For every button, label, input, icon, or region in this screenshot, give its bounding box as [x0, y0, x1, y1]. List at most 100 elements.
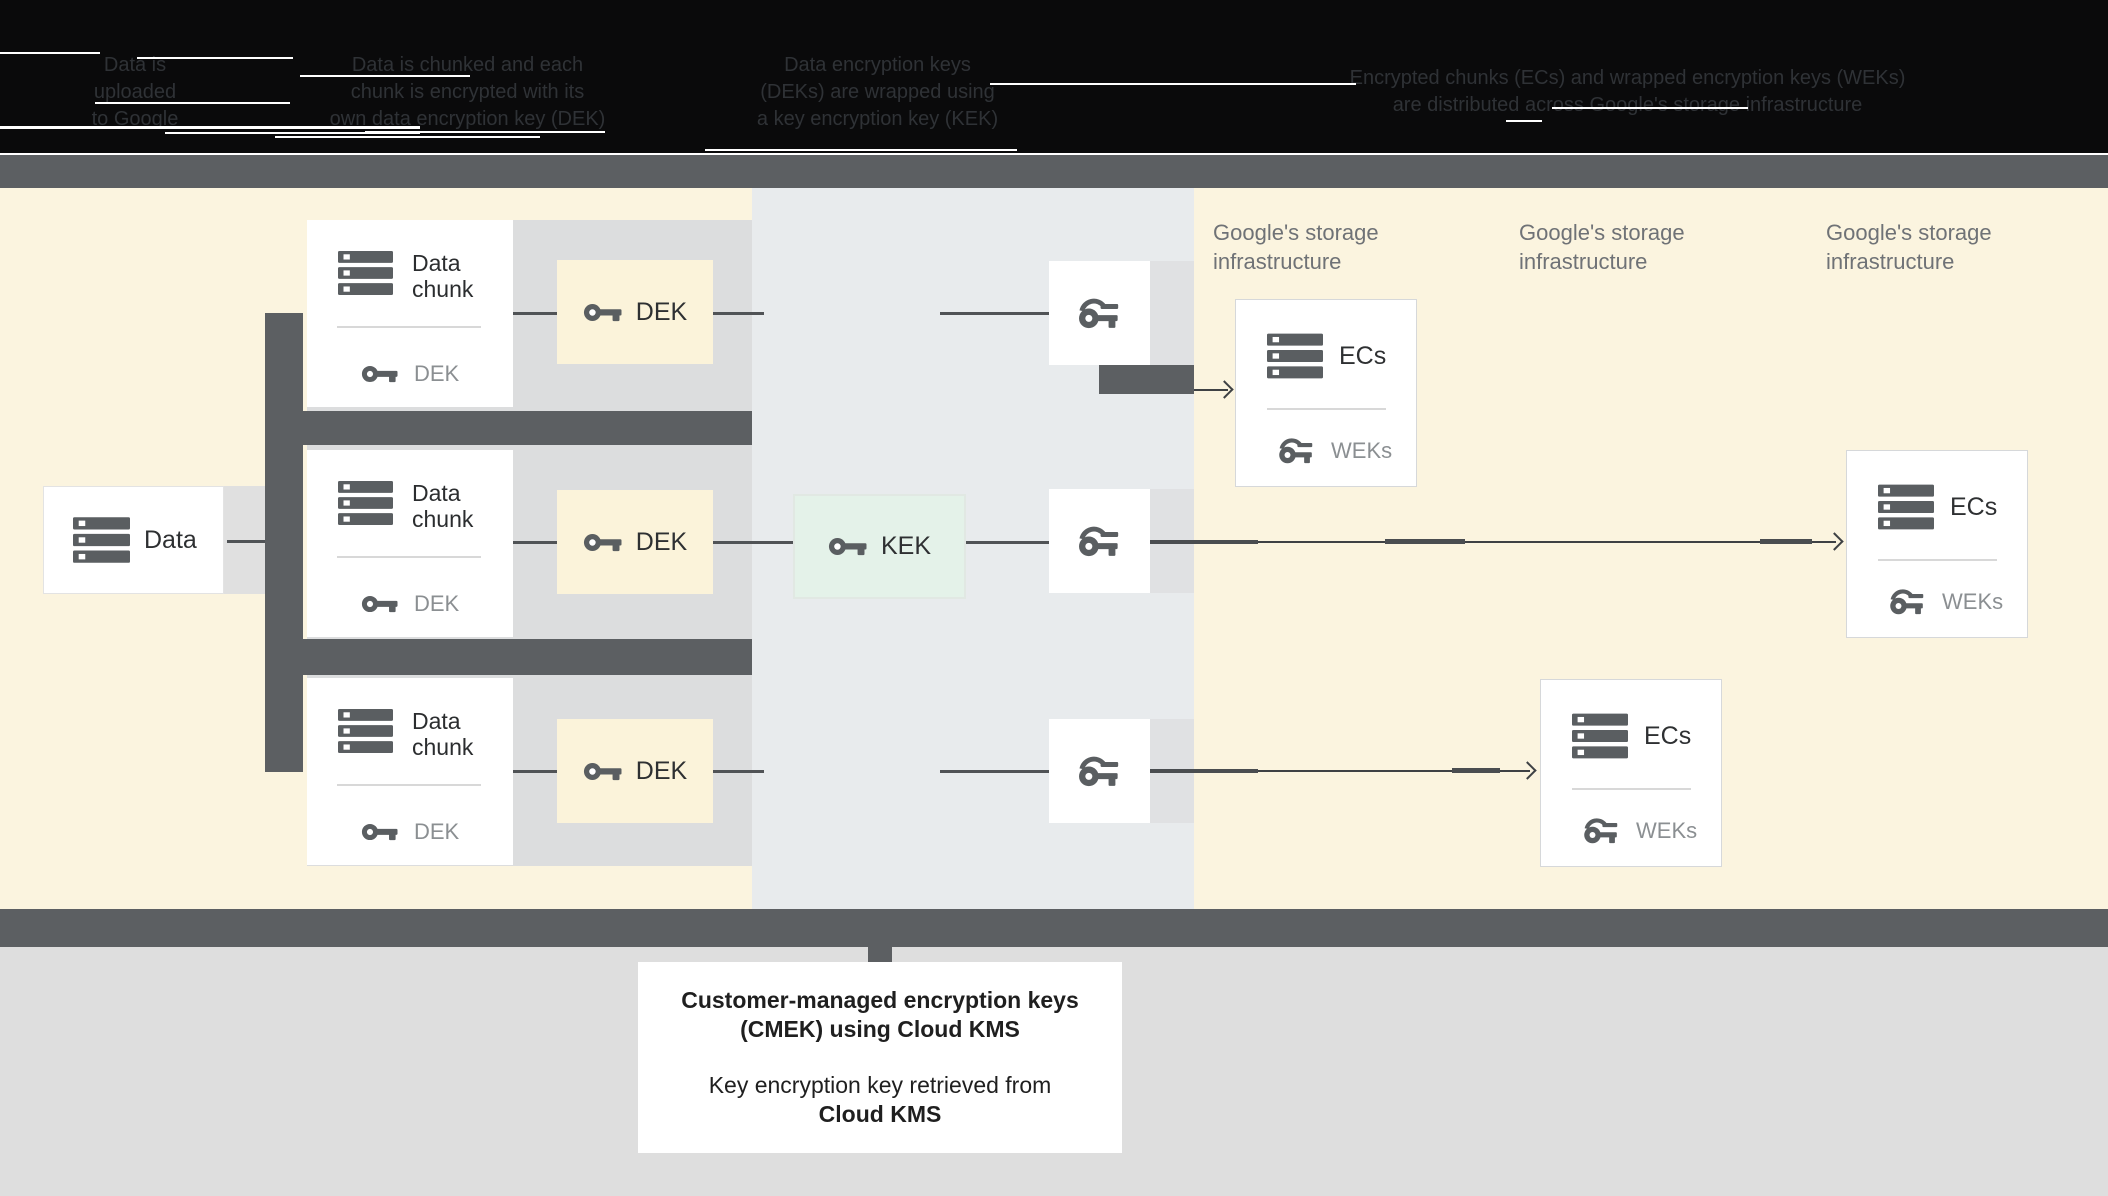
storage-label-line: infrastructure	[1213, 249, 1342, 274]
ecs-box-2: ECs WEKs	[1540, 679, 1722, 867]
arrow-line	[1194, 389, 1228, 391]
cmek-caption-line: Cloud KMS	[818, 1101, 942, 1127]
server-icon	[73, 517, 130, 563]
divider	[1572, 788, 1691, 790]
header-step-2: Data is chunked and each chunk is encryp…	[270, 52, 665, 133]
storage-label-line: infrastructure	[1519, 249, 1648, 274]
storage-label-line: infrastructure	[1826, 249, 1955, 274]
ecs-weks-row: WEKs	[1278, 437, 1392, 464]
header-band: Data is uploaded to Google Data is chunk…	[0, 0, 2108, 153]
glitch-line	[365, 131, 605, 133]
data-chunk-title-line: chunk	[412, 734, 474, 760]
header-step-2-line: own data encryption key (DEK)	[329, 108, 606, 130]
chunk-dek-label: DEK	[414, 819, 460, 844]
chunk-dek-label: DEK	[414, 591, 460, 616]
trunk-connector-bar	[265, 313, 303, 772]
glitch-line	[1552, 107, 1748, 109]
wrapped-key-box-1	[1049, 261, 1150, 365]
header-step-3-line: a key encryption key (KEK)	[756, 108, 999, 130]
data-chunk-title: Data chunk	[412, 708, 473, 760]
data-chunk-title-line: Data	[412, 480, 461, 506]
glitch-line	[1506, 120, 1542, 122]
wrapped-keys-icon	[1078, 755, 1121, 787]
ecs-label: ECs	[1339, 341, 1387, 370]
wrapped-keys-icon	[1278, 437, 1315, 464]
connector-line	[940, 312, 1049, 315]
kek-box-label: KEK	[880, 532, 932, 560]
cmek-caption-card: Customer-managed encryption keys (CMEK) …	[638, 962, 1122, 1153]
chunk-dek-row: DEK	[361, 591, 459, 617]
glitch-line	[300, 75, 470, 77]
dek-box-2: DEK	[557, 490, 713, 594]
arrow-thick-segment	[1452, 768, 1500, 773]
glitch-line	[165, 132, 420, 134]
key-icon	[583, 533, 622, 551]
header-step-3: Data encryption keys (DEKs) are wrapped …	[730, 52, 1025, 133]
cmek-caption-line: (CMEK) using Cloud KMS	[740, 1016, 1020, 1042]
connector-line	[713, 541, 793, 544]
ecs-weks-row: WEKs	[1583, 817, 1697, 844]
data-chunk-title: Data chunk	[412, 250, 473, 302]
ecs-title-row: ECs	[1267, 333, 1386, 379]
data-box: Data	[43, 486, 224, 594]
data-chunk-box-1: Data chunk DEK	[307, 220, 513, 407]
header-step-1-line: uploaded	[93, 81, 177, 103]
ecs-title-row: ECs	[1878, 484, 1997, 530]
connector-line	[513, 770, 557, 773]
dek-box-1: DEK	[557, 260, 713, 364]
top-dark-bar	[0, 155, 2108, 188]
header-step-4-line: are distributed across Google's storage …	[1392, 94, 1863, 116]
ecs-weks-row: WEKs	[1889, 588, 2003, 615]
header-step-1-line: Data is	[103, 54, 167, 76]
server-icon	[1267, 333, 1323, 379]
server-icon	[338, 709, 393, 753]
glitch-line	[0, 126, 420, 129]
header-step-2-line: Data is chunked and each	[351, 54, 584, 76]
header-separator-line	[38, 153, 2108, 155]
kek-box: KEK	[793, 494, 966, 599]
storage-label-line: Google's storage	[1519, 220, 1685, 245]
connector-line	[713, 770, 764, 773]
header-step-4-line: Encrypted chunks (ECs) and wrapped encry…	[1349, 67, 1906, 89]
data-chunk-title-line: chunk	[412, 506, 474, 532]
server-icon	[1572, 713, 1628, 759]
divider	[337, 784, 481, 786]
storage-infrastructure-label-3: Google's storage infrastructure	[1826, 218, 2046, 276]
data-chunk-title-line: Data	[412, 708, 461, 734]
ecs-box-1: ECs WEKs	[1235, 299, 1417, 487]
wrapped-keys-icon	[1583, 817, 1620, 844]
connector-line	[513, 312, 557, 315]
divider	[1878, 559, 1997, 561]
data-chunk-box-3: Data chunk DEK	[307, 678, 513, 865]
key-icon	[828, 538, 867, 556]
divider	[1267, 408, 1386, 410]
header-step-4: Encrypted chunks (ECs) and wrapped encry…	[1300, 65, 1955, 119]
storage-label-line: Google's storage	[1826, 220, 1992, 245]
chunk-dek-label: DEK	[414, 361, 460, 386]
wrapped-keys-icon	[1078, 297, 1121, 329]
data-chunk-box-2: Data chunk DEK	[307, 450, 513, 637]
server-icon	[338, 251, 393, 295]
arrow-thick-segment	[1760, 539, 1812, 544]
arrow-thick-segment	[1150, 769, 1258, 773]
server-icon	[1878, 484, 1934, 530]
arrow-thick-segment	[1150, 540, 1258, 544]
glitch-line	[137, 57, 293, 59]
connector-line	[966, 541, 1049, 544]
wrapped-key-output-bar	[1099, 365, 1194, 394]
wrapped-keys-icon	[1889, 588, 1926, 615]
server-icon	[338, 481, 393, 525]
glitch-line	[990, 83, 1356, 85]
header-step-2-line: chunk is encrypted with its	[350, 81, 585, 103]
key-icon	[361, 365, 398, 383]
header-step-3-line: Data encryption keys	[784, 54, 971, 76]
ecs-label: ECs	[1950, 492, 1998, 521]
arrow-line	[1150, 770, 1530, 772]
key-icon	[361, 595, 398, 613]
dek-box-label: DEK	[635, 297, 688, 326]
connector-line	[713, 312, 764, 315]
header-step-1-line: to Google	[91, 108, 179, 130]
bottom-dark-bar	[0, 909, 2108, 947]
chunk-dek-row: DEK	[361, 819, 459, 845]
